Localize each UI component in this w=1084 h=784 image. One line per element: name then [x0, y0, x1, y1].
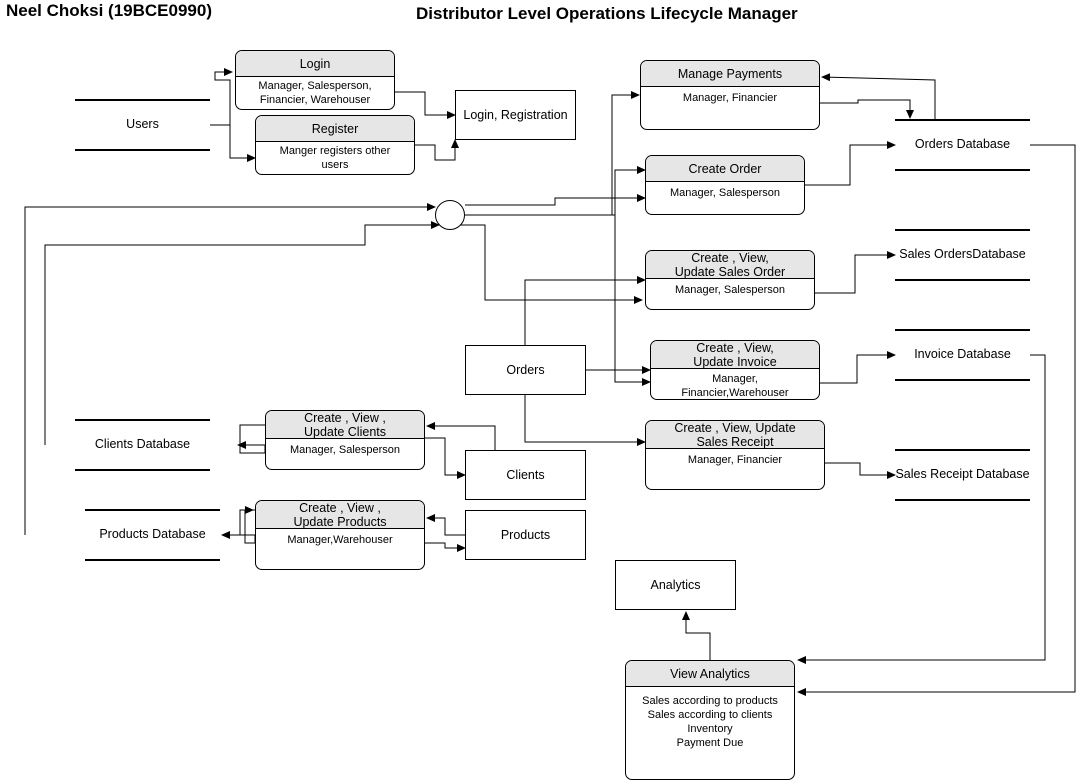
wire-process-clientsdb: [237, 424, 266, 454]
process-manage-payments: Manage Payments Manager, Financier: [640, 60, 820, 130]
wire-order-ordersdb: [805, 141, 896, 186]
process-title: Create , View, Update Invoice: [651, 341, 819, 369]
wire-trunk-create-order: [614, 166, 646, 215]
wire-payments-ordersdb: [820, 99, 914, 119]
store-label: Orders Database: [914, 137, 1011, 151]
wire-salesorder-db: [815, 251, 896, 294]
process-actors: Manager,Warehouser: [287, 534, 393, 546]
wire-receipt-db: [825, 462, 896, 479]
wire-users-register: [210, 124, 256, 162]
entity-login-registration: Login, Registration: [455, 90, 576, 140]
wire-register-out: [415, 139, 459, 161]
store-label: Clients Database: [75, 437, 210, 451]
wire-clients-process: [426, 422, 496, 450]
process-register: Register Manger registers other users: [255, 115, 415, 175]
entity-clients: Clients: [465, 450, 586, 500]
process-actors: Manager, Salesperson: [289, 444, 401, 456]
process-actors: Manger registers other users: [279, 145, 391, 171]
wire-productsdb-hub: [44, 221, 440, 445]
hub-circle: [435, 200, 465, 230]
process-sales-receipt: Create , View, Update Sales Receipt Mana…: [645, 420, 825, 490]
process-view-analytics: View Analytics Sales according to produc…: [625, 660, 795, 780]
wire-login-out: [395, 91, 456, 119]
process-sales-order: Create , View, Update Sales Order Manage…: [645, 250, 815, 310]
author-label: Neel Choksi (19BCE0990): [6, 1, 212, 20]
process-title: Create , View, Update Sales Order: [646, 251, 814, 279]
process-actors: Manager, Financier,Warehouser: [681, 373, 789, 399]
process-login: Login Manager, Salesperson, Financier, W…: [235, 50, 395, 110]
wire-hub-sales-order: [460, 224, 643, 304]
process-clients: Create , View , Update Clients Manager, …: [265, 410, 425, 470]
wire-products-process: [426, 514, 465, 536]
process-actors: Manager, Salesperson: [669, 187, 781, 199]
wire-hub-create-order: [465, 194, 646, 206]
wire-invoicedb-analytics: [797, 354, 1046, 664]
store-label: Invoice Database: [914, 347, 1011, 361]
diagram-title: Distributor Level Operations Lifecycle M…: [416, 4, 798, 23]
wire-productsdb-process: [239, 506, 254, 535]
process-create-order: Create Order Manager, Salesperson: [645, 155, 805, 215]
process-title: Login: [236, 51, 394, 77]
store-label: Products Database: [85, 527, 220, 541]
process-invoice: Create , View, Update Invoice Manager, F…: [650, 340, 820, 400]
wire-viewanalytics-analytics: [682, 611, 711, 660]
process-actors: Manager, Financier: [687, 454, 783, 466]
process-actors: Manager, Salesperson, Financier, Warehou…: [258, 80, 372, 106]
wire-orders-sales-order: [524, 276, 646, 345]
store-label: Users: [126, 117, 159, 131]
wire-ordersdb-analytics: [797, 144, 1076, 696]
wire-process-productsdb: [221, 509, 256, 544]
process-actors: Manager, Financier: [682, 92, 778, 104]
process-actors: Manager, Salesperson: [674, 284, 786, 296]
entity-products: Products: [465, 510, 586, 560]
process-title: Create , View , Update Products: [256, 501, 424, 529]
process-title: Register: [256, 116, 414, 142]
wire-users-login: [210, 68, 233, 126]
process-products: Create , View , Update Products Manager,…: [255, 500, 425, 570]
process-title: Manage Payments: [641, 61, 819, 87]
entity-analytics: Analytics: [615, 560, 736, 610]
wire-trunk-invoice: [614, 215, 651, 386]
wire-orders-sales-receipt: [524, 395, 646, 446]
entity-orders: Orders: [465, 345, 586, 395]
wire-trunk-manage-payments: [611, 91, 640, 215]
wire-process-clients: [425, 437, 466, 479]
process-title: Create , View, Update Sales Receipt: [646, 421, 824, 449]
process-title: Create , View , Update Clients: [266, 411, 424, 439]
wire-process-products: [425, 542, 466, 552]
process-title: View Analytics: [626, 661, 794, 687]
wire-clientsdb-hub: [24, 203, 436, 535]
store-label: Sales OrdersDatabase: [899, 247, 1026, 261]
process-title: Create Order: [646, 156, 804, 182]
wire-ordersdb-payments: [821, 73, 936, 120]
process-actors: Sales according to products Sales accord…: [642, 695, 778, 749]
wire-invoice-db: [820, 351, 896, 384]
store-label: Sales Receipt Database: [895, 467, 1030, 481]
